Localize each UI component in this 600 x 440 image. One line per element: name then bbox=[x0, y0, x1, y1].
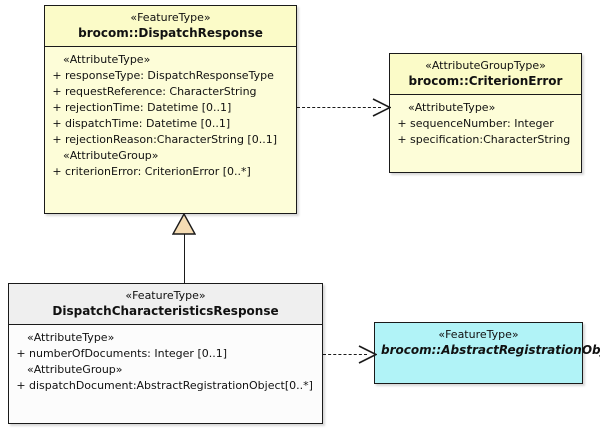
attribute-signature: rejectionTime: Datetime [0..1] bbox=[65, 101, 232, 114]
class-stereotype: «FeatureType» bbox=[125, 289, 206, 302]
class-header-dispatch-characteristics-response: «FeatureType» DispatchCharacteristicsRes… bbox=[9, 284, 322, 325]
class-header-abstract-registration-object: «FeatureType» brocom::AbstractRegistrati… bbox=[375, 323, 600, 363]
class-attributes-compartment: «AttributeType» + numberOfDocuments: Int… bbox=[9, 325, 322, 400]
compartment-label-attributetype: «AttributeType» bbox=[63, 53, 151, 66]
compartment-label-attributetype: «AttributeType» bbox=[27, 331, 115, 344]
visibility-marker: + bbox=[16, 379, 26, 392]
compartment-label-attributetype: «AttributeType» bbox=[408, 101, 496, 114]
dependency-line-dispatch-response-to-criterion-error bbox=[297, 107, 381, 108]
class-box-criterion-error[interactable]: «AttributeGroupType» brocom::CriterionEr… bbox=[389, 53, 582, 173]
class-name: DispatchCharacteristicsResponse bbox=[52, 304, 279, 318]
compartment-label-attributegroup: «AttributeGroup» bbox=[63, 149, 159, 162]
attribute-row: + numberOfDocuments: Integer [0..1] bbox=[13, 346, 318, 362]
attribute-row: + sequenceNumber: Integer bbox=[394, 116, 577, 132]
generalization-line-dispatch-char-to-dispatch-response bbox=[184, 234, 185, 284]
dependency-line-dispatch-char-to-abstract-registration-object bbox=[323, 354, 367, 355]
attribute-row: + dispatchTime: Datetime [0..1] bbox=[49, 116, 292, 132]
class-attributes-compartment: «AttributeType» + sequenceNumber: Intege… bbox=[390, 95, 581, 154]
attribute-row: + responseType: DispatchResponseType bbox=[49, 68, 292, 84]
attribute-signature: requestReference: CharacterString bbox=[65, 85, 257, 98]
attribute-signature: specification:CharacterString bbox=[410, 133, 571, 146]
attribute-row: + criterionError: CriterionError [0..*] bbox=[49, 164, 292, 180]
class-box-abstract-registration-object[interactable]: «FeatureType» brocom::AbstractRegistrati… bbox=[374, 322, 600, 384]
attribute-row: + rejectionTime: Datetime [0..1] bbox=[49, 100, 292, 116]
visibility-marker: + bbox=[52, 85, 62, 98]
attribute-signature: criterionError: CriterionError [0..*] bbox=[65, 165, 251, 178]
dependency-open-arrowhead-icon bbox=[358, 345, 377, 364]
visibility-marker: + bbox=[52, 69, 62, 82]
class-stereotype: «FeatureType» bbox=[130, 11, 211, 24]
class-attributes-compartment: «AttributeType» + responseType: Dispatch… bbox=[45, 47, 296, 186]
visibility-marker: + bbox=[52, 101, 62, 114]
visibility-marker: + bbox=[52, 117, 62, 130]
visibility-marker: + bbox=[52, 165, 62, 178]
attribute-row: + dispatchDocument:AbstractRegistrationO… bbox=[13, 378, 318, 394]
attribute-signature: dispatchDocument:AbstractRegistrationObj… bbox=[29, 379, 313, 392]
generalization-hollow-triangle-icon bbox=[172, 213, 196, 235]
attribute-signature: responseType: DispatchResponseType bbox=[65, 69, 274, 82]
attribute-row: + specification:CharacterString bbox=[394, 132, 577, 148]
class-stereotype: «AttributeGroupType» bbox=[425, 59, 546, 72]
class-header-criterion-error: «AttributeGroupType» brocom::CriterionEr… bbox=[390, 54, 581, 95]
visibility-marker: + bbox=[397, 133, 407, 146]
attribute-row: + requestReference: CharacterString bbox=[49, 84, 292, 100]
visibility-marker: + bbox=[397, 117, 407, 130]
class-box-dispatch-characteristics-response[interactable]: «FeatureType» DispatchCharacteristicsRes… bbox=[8, 283, 323, 424]
class-stereotype: «FeatureType» bbox=[438, 328, 519, 341]
attribute-signature: sequenceNumber: Integer bbox=[410, 117, 554, 130]
attribute-row: + rejectionReason:CharacterString [0..1] bbox=[49, 132, 292, 148]
attribute-signature: numberOfDocuments: Integer [0..1] bbox=[29, 347, 228, 360]
dependency-open-arrowhead-icon bbox=[372, 98, 391, 117]
attribute-signature: rejectionReason:CharacterString [0..1] bbox=[65, 133, 277, 146]
compartment-label-attributegroup: «AttributeGroup» bbox=[27, 363, 123, 376]
class-box-dispatch-response[interactable]: «FeatureType» brocom::DispatchResponse «… bbox=[44, 5, 297, 214]
class-header-dispatch-response: «FeatureType» brocom::DispatchResponse bbox=[45, 6, 296, 47]
visibility-marker: + bbox=[16, 347, 26, 360]
visibility-marker: + bbox=[52, 133, 62, 146]
attribute-signature: dispatchTime: Datetime [0..1] bbox=[65, 117, 231, 130]
class-name: brocom::DispatchResponse bbox=[78, 26, 263, 40]
class-name: brocom::AbstractRegistrationObject bbox=[381, 343, 600, 357]
class-name: brocom::CriterionError bbox=[408, 74, 563, 88]
